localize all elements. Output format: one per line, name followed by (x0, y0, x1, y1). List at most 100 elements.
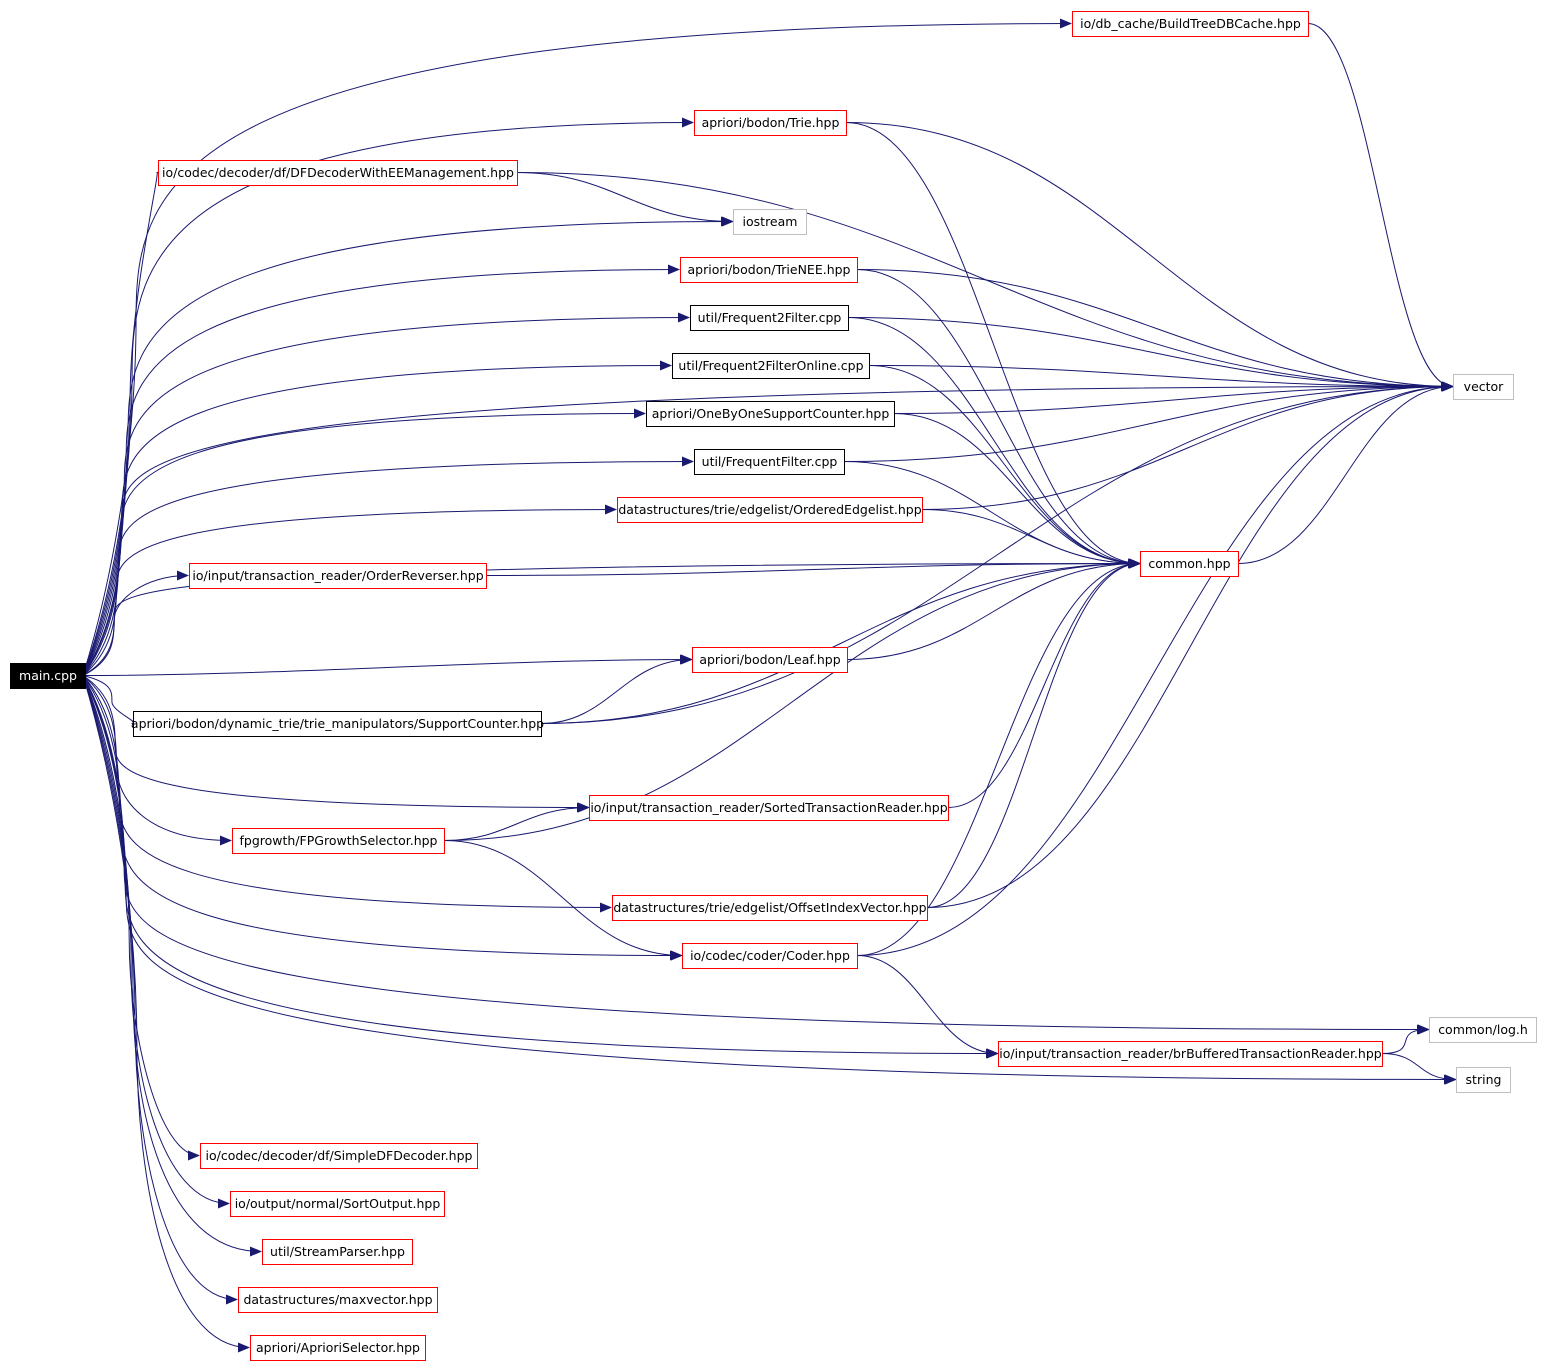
node-box (1429, 1017, 1537, 1043)
graph-node-dfdec[interactable]: io/codec/decoder/df/DFDecoderWithEEManag… (158, 160, 518, 186)
edge-line (926, 558, 1141, 908)
edge-ff-to-vector (843, 381, 1454, 462)
edge-line (82, 675, 612, 913)
node-box (1453, 374, 1514, 400)
edge-layer (82, 18, 1457, 1353)
graph-node-oiv[interactable]: datastructures/trie/edgelist/OffsetIndex… (612, 895, 928, 921)
node-box (1456, 1067, 1511, 1093)
edge-main-to-common (82, 558, 1140, 676)
graph-node-str[interactable]: io/input/transaction_reader/SortedTransa… (589, 795, 949, 821)
node-box (682, 943, 858, 969)
node-box (250, 1335, 426, 1361)
node-box (10, 663, 86, 689)
node-box (612, 895, 928, 921)
graph-node-main[interactable]: main.cpp (10, 663, 86, 689)
edge-main-to-leaf (82, 654, 692, 676)
graph-node-bdb[interactable]: io/db_cache/BuildTreeDBCache.hpp (1072, 11, 1309, 37)
edge-main-to-f2f (82, 312, 690, 676)
node-label: util/StreamParser.hpp (270, 1244, 405, 1259)
graph-node-brb[interactable]: io/input/transaction_reader/brBufferedTr… (998, 1041, 1383, 1067)
graph-node-orev[interactable]: io/input/transaction_reader/OrderReverse… (189, 563, 487, 589)
node-label: io/input/transaction_reader/brBufferedTr… (999, 1046, 1382, 1061)
edge-obo-to-vector (893, 381, 1454, 414)
node-box (617, 497, 923, 523)
edge-line (893, 381, 1454, 414)
graph-node-f2f[interactable]: util/Frequent2Filter.cpp (690, 305, 849, 331)
node-box (1072, 11, 1309, 37)
edge-oel-to-common (921, 509, 1141, 569)
graph-node-trienee[interactable]: apriori/bodon/TrieNEE.hpp (680, 257, 858, 283)
graph-node-aps[interactable]: apriori/AprioriSelector.hpp (250, 1335, 426, 1361)
edge-line (868, 365, 1141, 569)
node-label: io/db_cache/BuildTreeDBCache.hpp (1080, 16, 1301, 31)
edge-line (82, 675, 589, 813)
node-box (589, 795, 949, 821)
graph-node-f2fo[interactable]: util/Frequent2FilterOnline.cpp (672, 353, 870, 379)
edge-brb-to-log (1381, 1024, 1430, 1054)
edge-line (82, 456, 694, 676)
edge-leaf-to-common (846, 558, 1141, 660)
graph-node-coder[interactable]: io/codec/coder/Coder.hpp (682, 943, 858, 969)
graph-node-log[interactable]: common/log.h (1429, 1017, 1537, 1043)
node-box (200, 1143, 478, 1169)
graph-node-sorto[interactable]: io/output/normal/SortOutput.hpp (230, 1191, 445, 1217)
edge-line (856, 955, 999, 1059)
edge-line (856, 558, 1141, 956)
edge-line (843, 381, 1454, 462)
node-label: io/codec/coder/Coder.hpp (690, 948, 850, 963)
graph-node-common[interactable]: common.hpp (1140, 551, 1239, 577)
node-label: apriori/AprioriSelector.hpp (256, 1340, 420, 1355)
node-box (232, 828, 445, 854)
edge-line (82, 675, 262, 1257)
edge-coder-to-brb (856, 955, 999, 1059)
edge-main-to-sp (82, 675, 262, 1257)
node-label: fpgrowth/FPGrowthSelector.hpp (240, 833, 438, 848)
graph-node-leaf[interactable]: apriori/bodon/Leaf.hpp (692, 647, 848, 673)
edge-line (82, 654, 692, 676)
node-box (262, 1239, 413, 1265)
graph-node-trie[interactable]: apriori/bodon/Trie.hpp (694, 110, 847, 136)
edge-brb-to-string (1381, 1053, 1457, 1085)
node-label: vector (1464, 379, 1505, 394)
edge-line (82, 504, 617, 676)
graph-node-sdf[interactable]: io/codec/decoder/df/SimpleDFDecoder.hpp (200, 1143, 478, 1169)
edge-main-to-sorto (82, 675, 230, 1209)
edge-oiv-to-common (926, 558, 1141, 908)
graph-node-sc[interactable]: apriori/bodon/dynamic_trie/trie_manipula… (131, 711, 544, 737)
edge-line (845, 122, 1141, 569)
edge-line (856, 269, 1454, 392)
node-label: apriori/bodon/dynamic_trie/trie_manipula… (131, 716, 544, 731)
graph-node-ff[interactable]: util/FrequentFilter.cpp (694, 449, 845, 475)
graph-node-sp[interactable]: util/StreamParser.hpp (262, 1239, 413, 1265)
edge-line (926, 381, 1454, 908)
edge-line (82, 558, 1140, 676)
graph-node-oel[interactable]: datastructures/trie/edgelist/OrderedEdge… (617, 497, 923, 523)
node-box (733, 209, 807, 235)
edge-line (1381, 1053, 1457, 1085)
node-box (692, 647, 848, 673)
edge-line (82, 675, 998, 1059)
node-box (672, 353, 870, 379)
node-layer: main.cpp io/db_cache/BuildTreeDBCache.hpp… (10, 11, 1537, 1361)
node-box (998, 1041, 1383, 1067)
edge-line (82, 675, 250, 1353)
graph-node-mv[interactable]: datastructures/maxvector.hpp (238, 1287, 438, 1313)
edge-line (82, 117, 694, 676)
graph-node-obo[interactable]: apriori/OneByOneSupportCounter.hpp (646, 401, 895, 427)
edge-line (846, 558, 1141, 660)
graph-node-fpg[interactable]: fpgrowth/FPGrowthSelector.hpp (232, 828, 445, 854)
graph-node-vector[interactable]: vector (1453, 374, 1514, 400)
graph-node-iostream[interactable]: iostream (733, 209, 807, 235)
edge-line (845, 122, 1454, 392)
graph-node-string[interactable]: string (1456, 1067, 1511, 1093)
edge-oiv-to-vector (926, 381, 1454, 908)
node-label: datastructures/trie/edgelist/OrderedEdge… (618, 502, 921, 517)
node-label: apriori/OneByOneSupportCounter.hpp (652, 406, 890, 421)
node-label: io/input/transaction_reader/SortedTransa… (590, 800, 947, 815)
node-label: datastructures/trie/edgelist/OffsetIndex… (613, 900, 926, 915)
node-box (230, 1191, 445, 1217)
edge-main-to-iostream (82, 216, 733, 676)
edge-line (82, 675, 1429, 1035)
edge-line (856, 269, 1141, 569)
